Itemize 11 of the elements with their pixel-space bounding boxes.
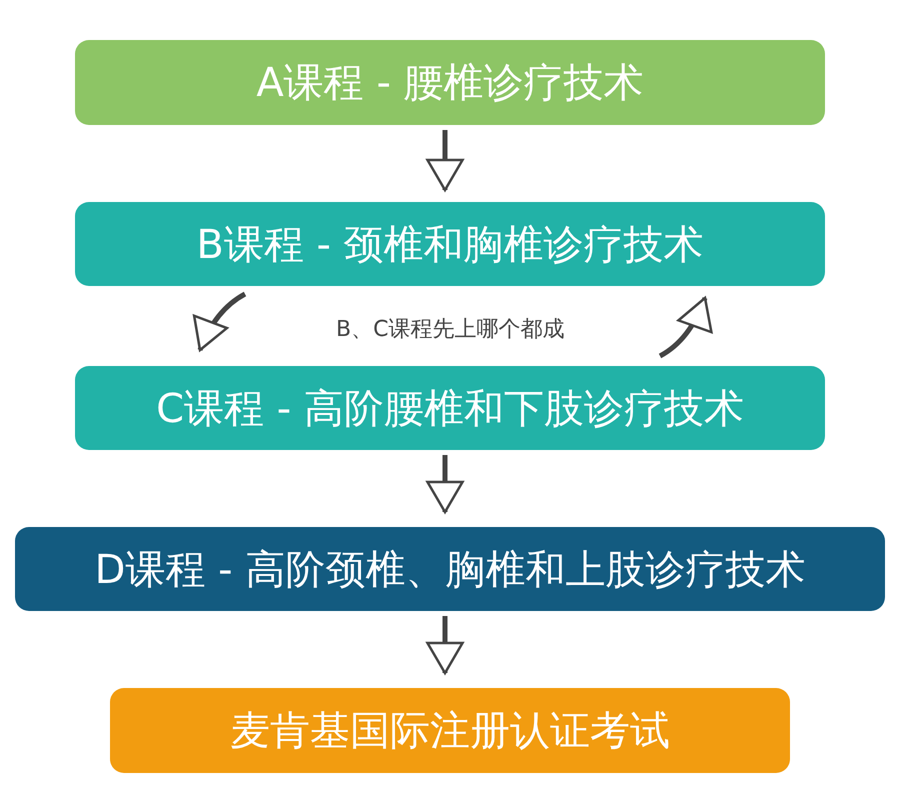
arrow bbox=[194, 292, 246, 352]
process-box: A课程 - 腰椎诊疗技术 bbox=[75, 40, 825, 125]
process-box: D课程 - 高阶颈椎、胸椎和上肢诊疗技术 bbox=[15, 527, 885, 611]
arrow bbox=[426, 130, 464, 192]
process-box: C课程 - 高阶腰椎和下肢诊疗技术 bbox=[75, 366, 825, 450]
arrow bbox=[426, 455, 464, 514]
arrow bbox=[426, 616, 464, 674]
note-text: B、C课程先上哪个都成 bbox=[336, 316, 564, 344]
process-box: B课程 - 颈椎和胸椎诊疗技术 bbox=[75, 202, 825, 286]
process-box: 麦肯基国际注册认证考试 bbox=[110, 688, 790, 773]
arrow bbox=[658, 296, 712, 358]
